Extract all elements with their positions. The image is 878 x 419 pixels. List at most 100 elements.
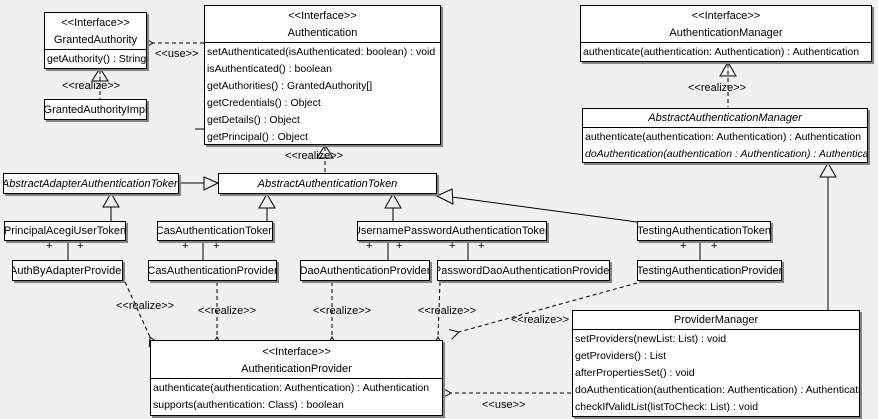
gen-triangle-abstracttoken-cas xyxy=(258,192,276,209)
class-name: GrantedAuthority xyxy=(53,34,138,46)
class-header: <<Interface>> AuthenticationProvider xyxy=(151,341,442,378)
label-realize-abstracttoken: <<realize>> xyxy=(285,150,344,162)
edge-gen-testingtoken xyxy=(451,196,638,223)
class-abstract-authentication-manager: AbstractAuthenticationManager authentica… xyxy=(582,108,868,163)
class-name: DaoAuthenticationProvider xyxy=(300,264,430,277)
method: isAuthenticated() : boolean xyxy=(207,63,332,75)
class-dao-authentication-provider: DaoAuthenticationProvider xyxy=(300,260,430,281)
stereotype-label: <<Interface>> xyxy=(262,346,331,358)
method-abstract: doAuthentication(authentication : Authen… xyxy=(585,148,868,160)
methods-compartment: setProviders(newList: List) : void getPr… xyxy=(573,329,859,416)
multiplicity-plus: + xyxy=(680,240,687,252)
class-name: AbstractAuthenticationToken xyxy=(257,177,398,190)
realize-triangle-authentication xyxy=(316,144,334,159)
edge-realize-authbyadapterprovider xyxy=(124,281,159,348)
class-name: UsernamePasswordAuthenticationToken xyxy=(357,225,547,237)
method: getAuthority() : String xyxy=(47,53,147,65)
class-granted-authority: <<Interface>> GrantedAuthority getAuthor… xyxy=(44,12,147,69)
class-authentication: <<Interface>> Authentication setAuthenti… xyxy=(204,5,441,145)
stereotype-label: <<Interface>> xyxy=(61,17,130,29)
method: setProviders(newList: List) : void xyxy=(575,333,727,345)
method: authenticate(authentication: Authenticat… xyxy=(583,46,860,58)
label-realize-casprovider: <<realize>> xyxy=(198,305,257,317)
class-provider-manager: ProviderManager setProviders(newList: Li… xyxy=(572,310,860,417)
method: getAuthorities() : GrantedAuthority[] xyxy=(207,80,373,92)
method: setAuthenticated(isAuthenticated: boolea… xyxy=(207,46,436,58)
label-realize-grantedauthorityimpl: <<realize>> xyxy=(62,80,121,92)
class-name: PasswordDaoAuthenticationProvider xyxy=(437,264,610,277)
class-auth-by-adapter-provider: AuthByAdapterProvider xyxy=(12,260,123,281)
class-name: Authentication xyxy=(287,27,358,39)
class-name: GrantedAuthorityImpl xyxy=(44,103,147,116)
class-name: PrincipalAcegiUserToken xyxy=(4,225,126,237)
class-header: <<Interface>> AuthenticationManager xyxy=(581,6,871,42)
method: authenticate(authentication: Authenticat… xyxy=(153,382,430,394)
class-name: AuthenticationProvider xyxy=(241,363,352,375)
label-realize-testingprovider: <<realize>> xyxy=(511,314,570,326)
method: authenticate(authentication: Authenticat… xyxy=(585,131,862,143)
class-username-password-authentication-token: UsernamePasswordAuthenticationToken xyxy=(357,221,547,241)
realize-triangle-authenticationmanager xyxy=(719,60,737,77)
class-name: AbstractAuthenticationManager xyxy=(648,112,802,124)
class-granted-authority-impl: GrantedAuthorityImpl xyxy=(44,99,147,120)
multiplicity-plus: + xyxy=(711,240,718,252)
multiplicity-plus: + xyxy=(478,240,485,252)
class-cas-authentication-token: CasAuthenticationToken xyxy=(157,221,273,241)
class-authentication-manager: <<Interface>> AuthenticationManager auth… xyxy=(580,5,872,62)
class-authentication-provider: <<Interface>> AuthenticationProvider aut… xyxy=(150,340,443,416)
methods-compartment: authenticate(authentication: Authenticat… xyxy=(581,42,871,61)
method: checkIfValidList(listToCheck: List) : vo… xyxy=(575,401,759,413)
multiplicity-plus: + xyxy=(182,240,189,252)
multiplicity-plus: + xyxy=(46,240,53,252)
class-header: <<Interface>> Authentication xyxy=(205,6,440,42)
methods-compartment: getAuthority() : String xyxy=(45,49,146,68)
class-header: ProviderManager xyxy=(573,311,859,329)
class-name: CasAuthenticationToken xyxy=(157,225,273,237)
edge-realize-passworddaoprovider xyxy=(432,281,444,347)
stereotype-label: <<Interface>> xyxy=(288,10,357,22)
method: getDetails() : Object xyxy=(207,114,300,126)
label-use-authenticationprovider: <<use>> xyxy=(482,399,526,411)
multiplicity-plus: + xyxy=(449,240,456,252)
multiplicity-plus: + xyxy=(366,240,373,252)
gen-triangle-abstracttoken-username xyxy=(384,192,402,209)
class-abstract-authentication-token: AbstractAuthenticationToken xyxy=(218,173,437,194)
class-password-dao-authentication-provider: PasswordDaoAuthenticationProvider xyxy=(437,260,610,281)
realize-triangle-grantedauthority xyxy=(91,67,109,82)
methods-compartment: authenticate(authentication: Authenticat… xyxy=(151,378,442,414)
method: getCredentials() : Object xyxy=(207,97,321,109)
class-cas-authentication-provider: CasAuthenticationProvider xyxy=(148,260,277,281)
label-realize-abstractmanager: <<realize>> xyxy=(688,82,747,94)
label-realize-authbyadapterprovider: <<realize>> xyxy=(116,300,175,312)
class-name: AuthenticationManager xyxy=(669,27,783,39)
gen-triangle-abstractmanager xyxy=(819,161,837,178)
multiplicity-plus: + xyxy=(396,240,403,252)
methods-compartment: authenticate(authentication: Authenticat… xyxy=(583,127,868,162)
stereotype-label: <<Interface>> xyxy=(691,10,761,22)
class-principal-acegi-user-token: PrincipalAcegiUserToken xyxy=(4,221,126,241)
gen-triangle-abstracttoken-right xyxy=(435,188,454,205)
label-realize-passworddaoprovider: <<realize>> xyxy=(418,305,477,317)
class-name: ProviderManager xyxy=(673,314,759,326)
class-name: AbstractAdapterAuthenticationToken xyxy=(3,177,179,190)
class-name: AuthByAdapterProvider xyxy=(12,264,123,277)
gen-triangle-abstracttoken-left xyxy=(203,176,220,191)
class-testing-authentication-provider: TestingAuthenticationProvider xyxy=(637,260,782,281)
class-name: TestingAuthenticationProvider xyxy=(637,264,782,277)
class-name: CasAuthenticationProvider xyxy=(148,264,277,277)
class-header: AbstractAuthenticationManager xyxy=(583,109,867,127)
class-header: <<Interface>> GrantedAuthority xyxy=(45,13,146,49)
multiplicity-plus: + xyxy=(213,240,220,252)
method: getPrincipal() : Object xyxy=(207,131,308,143)
gen-triangle-adaptertoken xyxy=(102,191,120,208)
multiplicity-plus: + xyxy=(77,240,84,252)
label-use-grantedauthority: <<use>> xyxy=(155,48,199,60)
class-testing-authentication-token: TestingAuthenticationToken xyxy=(637,221,771,241)
method: afterPropertiesSet() : void xyxy=(575,367,695,379)
method: doAuthentication(authentication: Authent… xyxy=(575,384,860,396)
edge-realize-testingprovider xyxy=(448,282,638,340)
method: getProviders() : List xyxy=(575,350,667,362)
class-name: TestingAuthenticationToken xyxy=(637,225,771,237)
